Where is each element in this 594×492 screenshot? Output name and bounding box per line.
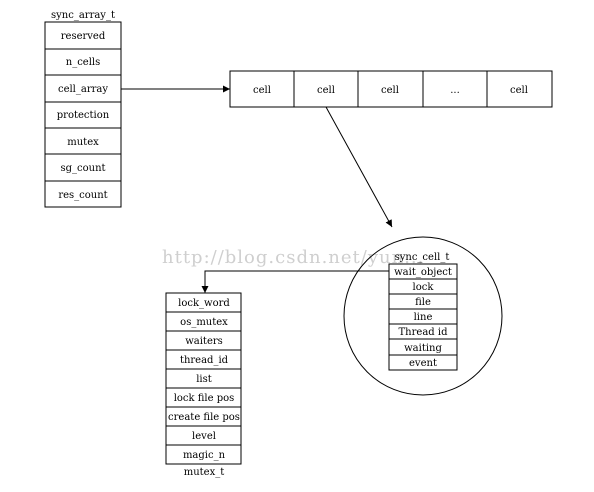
sync-cell-title: sync_cell_t xyxy=(395,252,450,263)
sync-array-field: reserved xyxy=(61,31,106,42)
cell-label: ... xyxy=(450,85,460,96)
cell-to-sync-cell-arrow xyxy=(325,106,393,228)
sync-array-field: protection xyxy=(57,110,110,121)
sync-cell-field: lock xyxy=(413,282,435,293)
cell-label: cell xyxy=(510,85,528,96)
cell-label: cell xyxy=(381,85,399,96)
sync-cell-field: Thread id xyxy=(399,327,449,338)
mutex-field: waiters xyxy=(185,336,223,347)
sync-cell-field: waiting xyxy=(404,343,442,354)
mutex-field: lock file pos xyxy=(174,393,235,404)
sync-cell-struct: sync_cell_t wait_object lock file line T… xyxy=(388,252,458,371)
sync-cell-field: wait_object xyxy=(394,267,452,278)
sync-array-field: n_cells xyxy=(66,57,101,68)
cell-array-frame xyxy=(229,70,553,108)
sync-array-frame xyxy=(44,21,122,208)
mutex-struct: lock_word os_mutex waiters thread_id lis… xyxy=(165,292,242,478)
cell-array: cell cell cell ... cell xyxy=(229,70,553,108)
sync-array-title: sync_array_t xyxy=(51,10,115,21)
mutex-field: lock_word xyxy=(178,298,230,309)
cell-label: cell xyxy=(253,85,271,96)
sync-array-field: sg_count xyxy=(60,163,105,174)
sync-array-field: cell_array xyxy=(58,84,108,95)
sync-cell-field: event xyxy=(409,358,437,369)
cell-label: cell xyxy=(317,85,335,96)
mutex-field: magic_n xyxy=(183,450,226,461)
watermark-text: http://blog.csdn.net/yun... xyxy=(162,247,424,268)
sync-cell-field: line xyxy=(414,312,433,323)
sync-cell-zoom-circle xyxy=(343,236,503,396)
mutex-title: mutex_t xyxy=(184,467,225,478)
mutex-field: thread_id xyxy=(180,355,229,366)
sync-array-struct: sync_array_t reserved n_cells cell_array… xyxy=(44,10,122,208)
sync-cell-field: file xyxy=(415,297,431,308)
mutex-field: os_mutex xyxy=(180,317,228,328)
mutex-frame xyxy=(165,292,242,465)
mutex-field: create file pos xyxy=(168,412,240,423)
sync-array-field: res_count xyxy=(58,190,107,201)
sync-cell-frame xyxy=(388,263,458,371)
sync-array-field: mutex xyxy=(67,137,99,148)
mutex-field: list xyxy=(196,374,212,385)
wait-object-to-mutex-arrow xyxy=(201,270,389,293)
mutex-field: level xyxy=(192,431,216,442)
